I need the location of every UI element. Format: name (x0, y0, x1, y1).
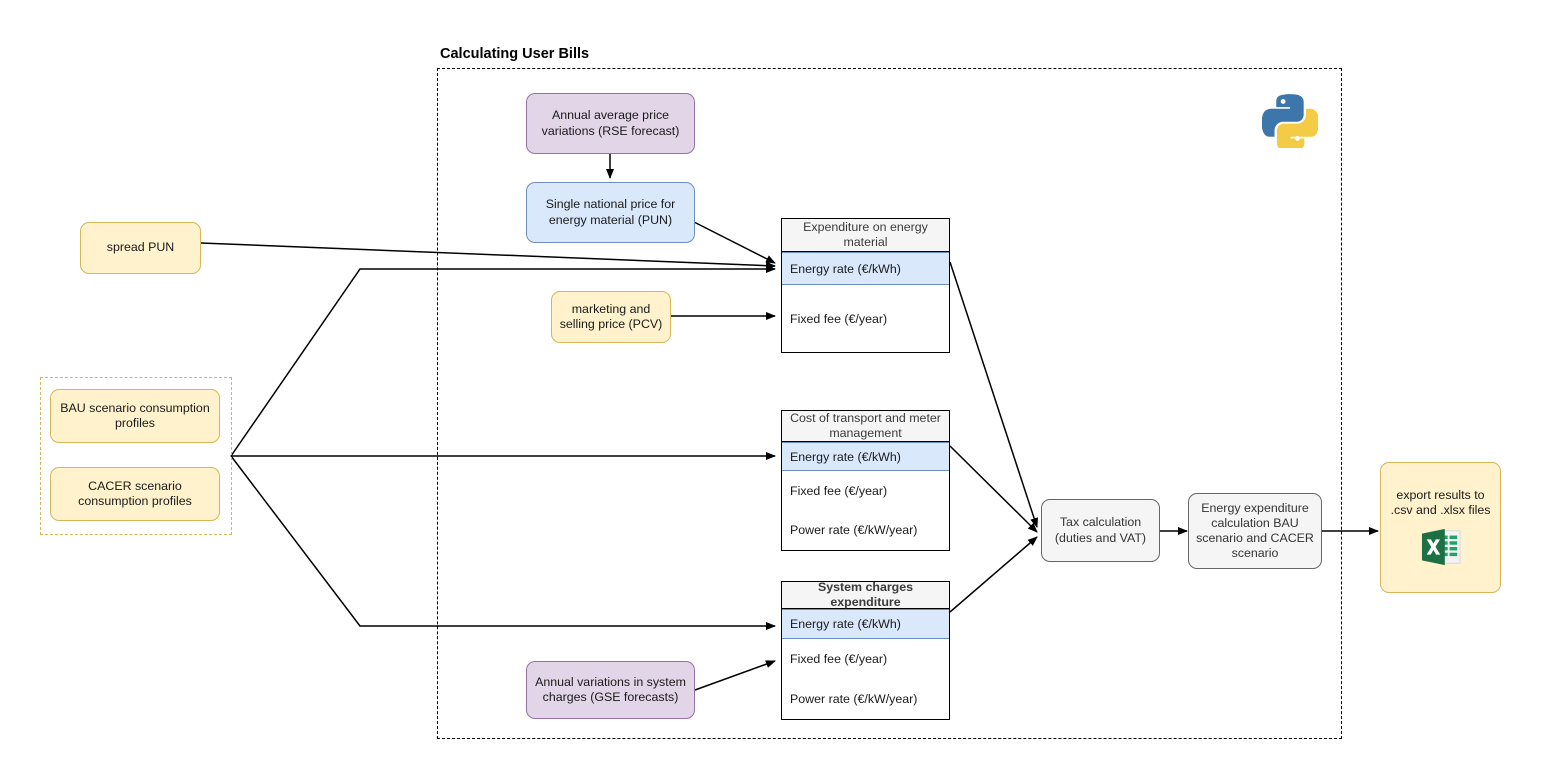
node-gse-system-charge-variations[interactable]: Annual variations in system charges (GSE… (526, 661, 695, 719)
node-gse-label: Annual variations in system charges (GSE… (535, 674, 686, 704)
table-header: Expenditure on energy material (782, 219, 949, 252)
node-pcv-label: marketing and selling price (PCV) (559, 301, 663, 331)
node-energy-expenditure-label: Energy expenditure calculation BAU scena… (1196, 500, 1314, 561)
row-label: Energy rate (€/kWh) (790, 617, 901, 631)
node-cacer-label: CACER scenario consumption profiles (78, 478, 192, 508)
table-cost-transport-meter: Cost of transport and meter management E… (781, 410, 950, 551)
excel-file-icon (1420, 522, 1462, 567)
row-label: Fixed fee (€/year) (790, 311, 888, 326)
container-title: Calculating User Bills (440, 46, 590, 62)
node-energy-expenditure-calculation[interactable]: Energy expenditure calculation BAU scena… (1188, 493, 1322, 569)
table-row[interactable]: Power rate (€/kW/year) (782, 679, 949, 719)
node-spread-pun[interactable]: spread PUN (80, 222, 201, 274)
node-export-results[interactable]: export results to .csv and .xlsx files (1380, 462, 1501, 593)
table-header: Cost of transport and meter management (782, 411, 949, 442)
table-expenditure-energy-material: Expenditure on energy material Energy ra… (781, 218, 950, 353)
row-label: Power rate (€/kW/year) (790, 523, 918, 538)
table-row[interactable]: Energy rate (€/kWh) (782, 609, 949, 639)
node-bau-label: BAU scenario consumption profiles (60, 400, 210, 430)
row-label: Fixed fee (€/year) (790, 483, 888, 498)
node-cacer-scenario-consumption-profiles[interactable]: CACER scenario consumption profiles (50, 467, 220, 521)
row-label: Power rate (€/kW/year) (790, 692, 918, 706)
node-spread-pun-label: spread PUN (106, 240, 175, 255)
table-row[interactable]: Fixed fee (€/year) (782, 639, 949, 679)
row-label: Fixed fee (€/year) (790, 652, 888, 666)
table-row[interactable]: Energy rate (€/kWh) (782, 442, 949, 471)
table-system-charges-expenditure: System charges expenditure Energy rate (… (781, 580, 950, 720)
row-label: Energy rate (€/kWh) (790, 449, 901, 464)
node-pcv-marketing-selling-price[interactable]: marketing and selling price (PCV) (551, 291, 671, 343)
table-row[interactable]: Power rate (€/kW/year) (782, 510, 949, 550)
node-pun-single-national-price[interactable]: Single national price for energy materia… (526, 182, 695, 243)
table-row[interactable]: Energy rate (€/kWh) (782, 252, 949, 285)
node-bau-scenario-consumption-profiles[interactable]: BAU scenario consumption profiles (50, 389, 220, 443)
tax-line-1: Tax calculation (1059, 515, 1142, 530)
node-export-label: export results to .csv and .xlsx files (1390, 487, 1491, 517)
node-rse-price-variations[interactable]: Annual average price variations (RSE for… (526, 93, 695, 154)
node-tax-calculation[interactable]: Tax calculation (duties and VAT) (1041, 499, 1160, 562)
python-logo-icon (1261, 92, 1320, 152)
table-header: System charges expenditure (782, 580, 949, 609)
row-label: Energy rate (€/kWh) (790, 261, 901, 276)
node-pun-label: Single national price for energy materia… (545, 197, 676, 227)
table-row[interactable]: Fixed fee (€/year) (782, 471, 949, 511)
table-row[interactable]: Fixed fee (€/year) (782, 285, 949, 352)
node-rse-label: Annual average price variations (RSE for… (541, 108, 680, 138)
tax-line-2: (duties and VAT) (1054, 530, 1147, 545)
